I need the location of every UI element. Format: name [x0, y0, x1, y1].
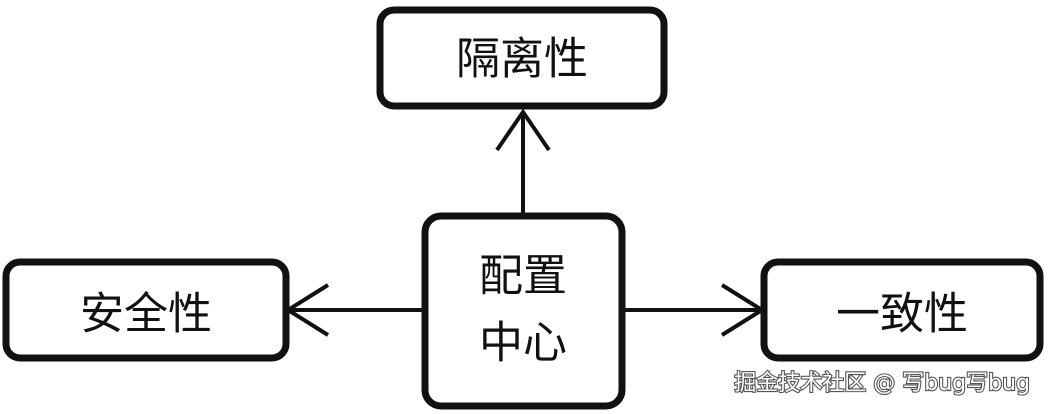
node-config-center-label-line2: 中心 [479, 318, 567, 369]
edge-center-to-isolation [495, 108, 551, 214]
node-security-label: 安全性 [80, 289, 212, 340]
arrowhead-up-icon [495, 108, 551, 152]
edge-center-to-consistency [622, 283, 766, 337]
watermark-text: 掘金技术社区 @ 写bug写bug [734, 371, 1030, 396]
node-isolation: 隔离性 [376, 6, 668, 110]
edge-center-to-security [284, 283, 425, 337]
node-config-center-label-line1: 配置 [479, 251, 567, 302]
node-isolation-label: 隔离性 [456, 34, 588, 85]
node-consistency: 一致性 [760, 258, 1044, 362]
node-security: 安全性 [2, 258, 290, 362]
node-consistency-label: 一致性 [836, 289, 968, 340]
node-config-center: 配置 中心 [421, 212, 626, 410]
